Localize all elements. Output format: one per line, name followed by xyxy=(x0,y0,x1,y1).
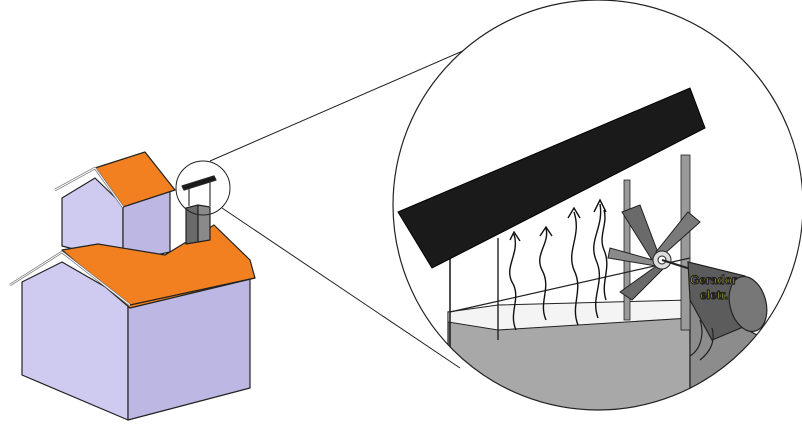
solar-panel xyxy=(397,87,706,269)
zoom-lens-circle xyxy=(392,0,802,411)
generator-icon: Gerador eletr. xyxy=(687,261,768,361)
lower-roof xyxy=(61,224,256,309)
house-icon xyxy=(9,151,256,421)
zoom-origin-circle xyxy=(175,160,231,216)
generator-label-line1: Gerador xyxy=(690,273,737,287)
fan-icon xyxy=(607,204,701,301)
generator-label-line2: eletr. xyxy=(700,288,728,302)
zoom-line-bottom xyxy=(221,207,461,369)
zoom-detail: Gerador eletr. xyxy=(393,0,802,410)
heat-wave-icon xyxy=(509,198,608,331)
